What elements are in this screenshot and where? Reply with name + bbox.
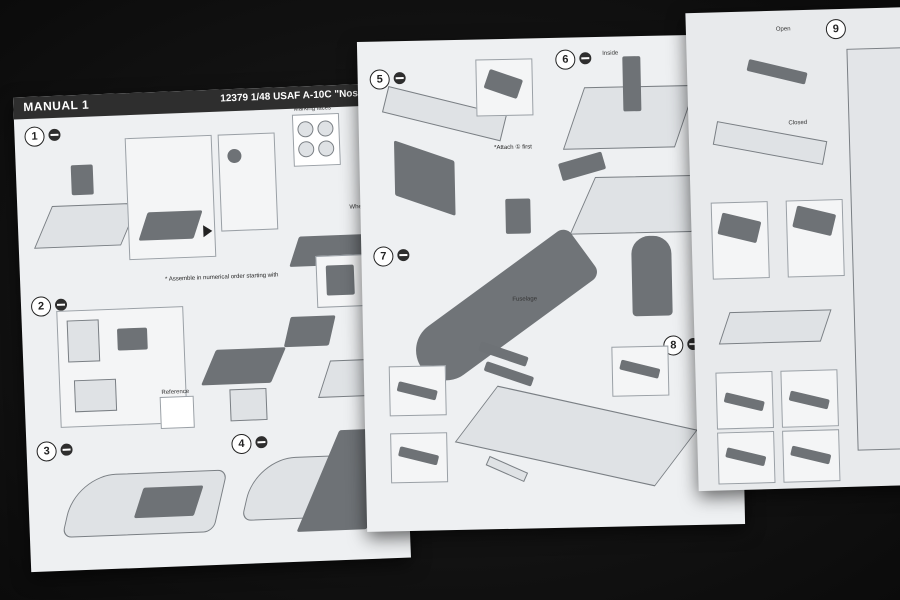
open-label: Open [775,26,791,33]
detail-panel-step1b [217,132,279,232]
sequence-arrow [203,224,213,238]
cockpit-tub-part [34,202,139,249]
step-number-2: 2 [30,296,52,317]
seat-frame-part [73,378,118,413]
flap-part [712,121,828,165]
seat-cushion-part [116,327,148,351]
step-number-9: 9 [825,18,847,40]
marking-faces-panel [291,112,341,167]
engine-pod-part [718,309,832,345]
seat-part [66,319,101,363]
instrument-panel-part [70,164,94,196]
instruction-sheet-middle: 5 *Attach ① first 6 Inside 7 Fuselage 8 [356,34,746,532]
step-number-4: 4 [231,433,252,455]
hatch-part [505,198,531,234]
closed-label: Closed [788,119,808,127]
marking-faces-label: Marking faces [293,105,332,113]
pilot-figure [631,235,673,317]
step-number-1: 1 [24,126,45,148]
glue-icon [255,435,268,449]
cockpit-install-part [133,485,204,519]
nose-section-part [393,140,456,216]
step-number-7: 7 [373,246,394,267]
pylon-part [483,361,535,387]
glue-icon [397,248,410,262]
detail-panel-b6 [710,201,770,280]
next-page-strip [846,47,900,451]
cockpit-floor-part [138,210,203,241]
instruction-sheet-right: 9 Open Closed [685,6,900,492]
glue-icon [54,298,68,312]
step-number-3: 3 [36,441,58,462]
reference-label: Reference [161,388,190,396]
glue-icon [579,52,592,65]
glue-icon [60,443,73,456]
control-surface-part [746,58,808,85]
reference-box [159,395,195,430]
cockpit-assembly-part [201,347,286,386]
instruction-sheet-left: MANUAL 1 12379 1/48 USAF A-10C "Nose Art… [13,82,411,573]
step-number-5: 5 [369,69,390,90]
step-number-6: 6 [555,49,576,70]
wing-part [454,385,698,487]
ejection-seat-part [283,315,336,348]
fuselage-label: Fuselage [512,296,538,303]
seat-inset-part [325,264,355,296]
landing-gear-part [622,56,642,112]
assembly-order-note: * Assemble in numerical order starting w… [165,272,279,283]
inside-label: Inside [602,50,619,57]
attach-note: *Attach ① first [494,144,532,152]
glue-icon [393,71,406,85]
console-part [229,387,268,422]
flap-part [485,455,529,483]
detail-panel-step1 [124,134,217,261]
manual-label: MANUAL 1 [23,97,90,115]
glue-icon [48,128,61,142]
